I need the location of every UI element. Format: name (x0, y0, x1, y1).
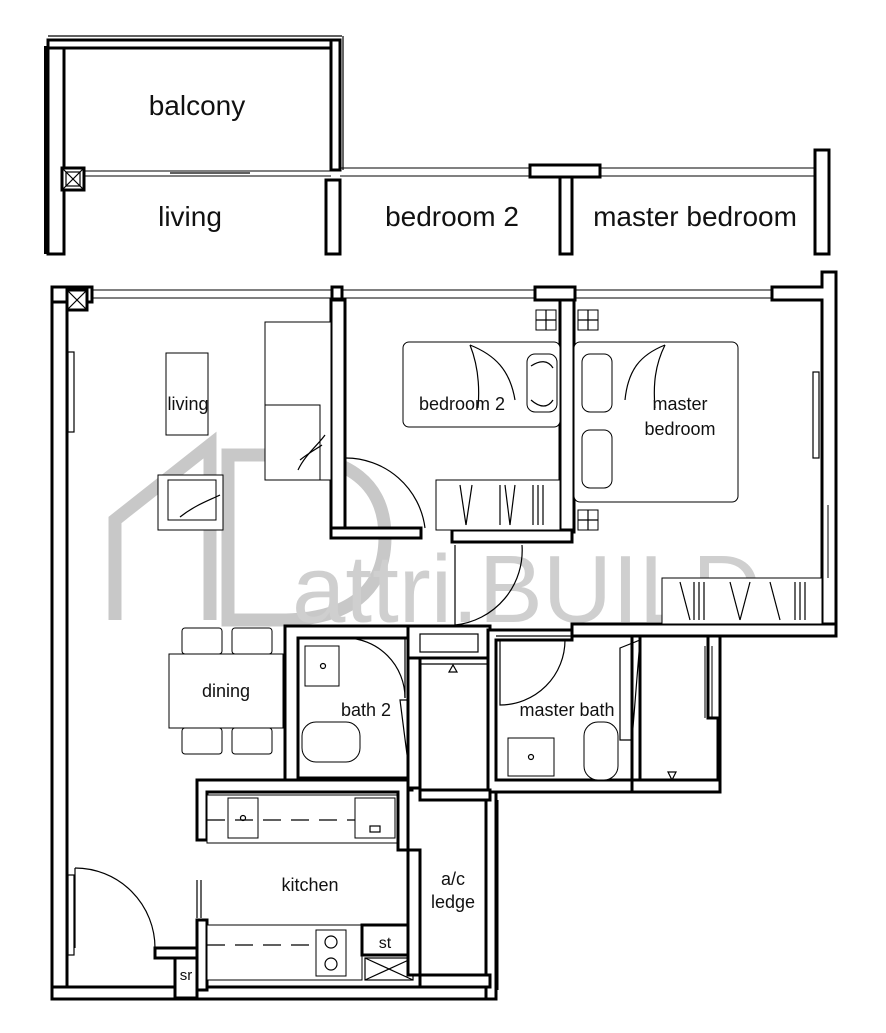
wardrobe-bedroom-2 (435, 479, 561, 531)
room-label-bath-2: bath 2 (341, 700, 391, 720)
toilet-bath-2 (301, 721, 361, 763)
section-label-master-bedroom: master bedroom (593, 201, 797, 232)
section-label-balcony: balcony (149, 90, 246, 121)
section-label-living: living (158, 201, 222, 232)
room-label-store: st (379, 935, 392, 952)
wardrobe-master (661, 577, 823, 625)
bed-bedroom-2 (402, 341, 561, 428)
section-label-bedroom-2: bedroom 2 (385, 201, 519, 232)
room-label-master-bedroom-line2: bedroom (644, 419, 715, 439)
room-label-shelter: sr (180, 967, 193, 984)
basin-bath-2 (304, 645, 340, 687)
outer-wall-left (50, 285, 69, 1001)
room-label-kitchen: kitchen (281, 875, 338, 895)
room-label-ac-ledge-line2: ledge (431, 892, 475, 912)
room-label-master-bath: master bath (519, 700, 614, 720)
master-bath-walls (486, 628, 634, 794)
room-label-living: living (167, 394, 208, 414)
bed-master (573, 341, 739, 503)
kitchen-upper-counter-wall (195, 778, 410, 852)
room-label-dining: dining (202, 681, 250, 701)
coffee-table (165, 352, 209, 436)
floor-plan: living bedroom 2 master bedroom dining b… (50, 270, 838, 1001)
section-strip: balcony living bedroom 2 master bedroom (44, 35, 831, 256)
dining-table (168, 653, 284, 729)
toilet-master-bath (583, 721, 619, 781)
room-label-bedroom-2: bedroom 2 (419, 394, 505, 414)
room-label-ac-ledge-line1: a/c (441, 869, 465, 889)
room-label-master-bedroom-line1: master (652, 394, 707, 414)
